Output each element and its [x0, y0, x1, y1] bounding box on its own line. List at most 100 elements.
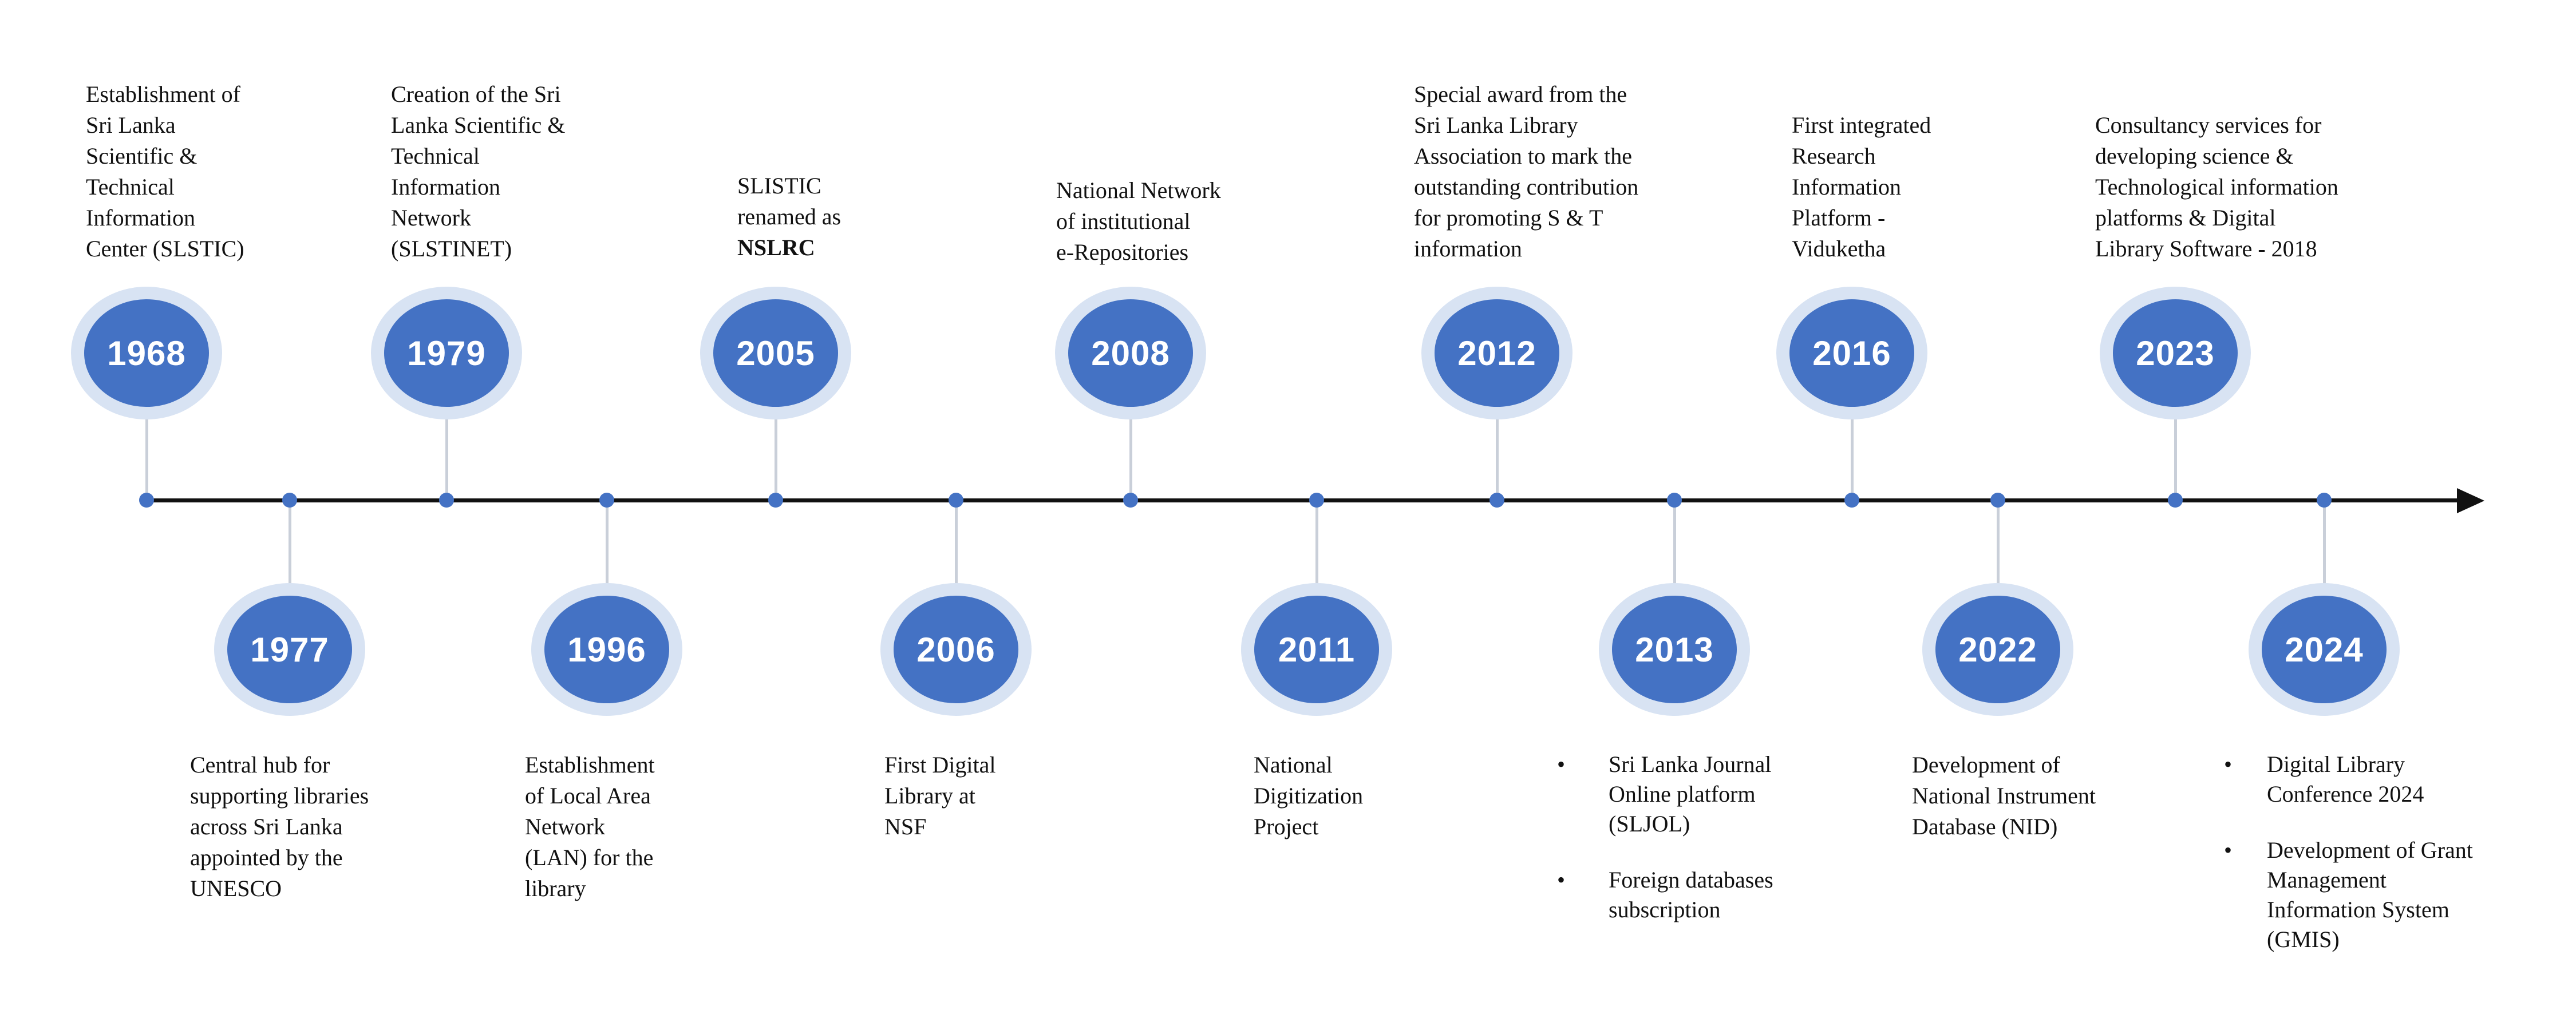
year-badge-1979: 1979	[371, 287, 522, 419]
bullet-icon: •	[1557, 751, 1566, 777]
axis-node-dot	[768, 493, 783, 508]
event-description-line: Network	[391, 205, 471, 231]
year-label: 1996	[544, 596, 669, 703]
bullet-icon: •	[2224, 751, 2233, 777]
event-description-line: Center (SLSTIC)	[86, 236, 244, 262]
event-description-line: Platform -	[1792, 205, 1886, 231]
year-badge-2011: 2011	[1241, 583, 1392, 716]
year-label: 2012	[1435, 299, 1559, 407]
event-bullet-line: Conference 2024	[2267, 781, 2424, 807]
year-badge-1968: 1968	[71, 287, 222, 419]
timeline-axis	[147, 498, 2459, 502]
event-description-line: SLISTIC	[737, 173, 821, 199]
bullet-icon: •	[1557, 867, 1566, 893]
year-label: 2016	[1789, 299, 1914, 407]
event-bullet-line: subscription	[1609, 897, 1721, 922]
event-description-line: Central hub for	[190, 752, 330, 778]
arrow-head-icon	[2457, 488, 2484, 513]
year-label: 2022	[1935, 596, 2060, 703]
axis-node-dot	[439, 493, 454, 508]
year-label: 1977	[227, 596, 352, 703]
event-description-line: Viduketha	[1792, 236, 1886, 262]
event-connector	[775, 410, 777, 500]
year-label: 2013	[1612, 596, 1737, 703]
axis-node-dot	[599, 493, 614, 508]
event-description-line: Digitization	[1254, 783, 1364, 809]
event-description-line: National Network	[1056, 177, 1221, 203]
event-connector	[2174, 410, 2177, 500]
event-description-line: Network	[525, 814, 605, 839]
axis-node-dot	[2317, 493, 2332, 508]
event-connector	[606, 500, 609, 592]
event-description-line: Database (NID)	[1912, 814, 2058, 839]
event-description-line: Research	[1792, 143, 1876, 169]
event-description-line: renamed as	[737, 204, 841, 229]
event-description-line: Association to mark the	[1414, 143, 1633, 169]
event-description-line: library	[525, 876, 586, 901]
event-connector	[145, 410, 148, 500]
event-description-line: Sri Lanka	[86, 112, 176, 138]
event-description-line: National Instrument	[1912, 783, 2096, 809]
event-description-line: of Local Area	[525, 783, 651, 809]
event-bullet-line: Information System	[2267, 897, 2449, 922]
event-bullet-line: Management	[2267, 867, 2387, 893]
year-label: 2008	[1068, 299, 1193, 407]
event-description-line: developing science &	[2095, 143, 2294, 169]
event-description-line: Information	[86, 205, 196, 231]
event-description-line: Technical	[86, 174, 175, 200]
event-description-line: Information	[391, 174, 501, 200]
year-label: 2023	[2113, 299, 2238, 407]
event-description-line: Technical	[391, 143, 480, 169]
event-description-line: UNESCO	[190, 876, 282, 901]
event-description-line: Creation of the Sri	[391, 81, 561, 107]
event-description-line: (LAN) for the	[525, 845, 654, 870]
year-badge-2008: 2008	[1055, 287, 1206, 419]
event-description-line: supporting libraries	[190, 783, 369, 809]
event-description-line: Technological information	[2095, 174, 2338, 200]
year-label: 1979	[384, 299, 509, 407]
axis-node-dot	[1309, 493, 1324, 508]
event-bullet-line: Development of Grant	[2267, 837, 2473, 863]
event-bullet-line: (SLJOL)	[1609, 811, 1690, 837]
event-description-line: Lanka Scientific &	[391, 112, 566, 138]
event-description-line: platforms & Digital	[2095, 205, 2276, 231]
axis-node-dot	[949, 493, 963, 508]
event-description: Consultancy services for developing scien…	[2095, 110, 2338, 264]
year-badge-2006: 2006	[880, 583, 1032, 716]
event-description-line: Special award from the	[1414, 81, 1627, 107]
event-description: National Network of institutional e-Reposi…	[1056, 175, 1221, 268]
event-description-line: information	[1414, 236, 1522, 262]
axis-node-dot	[1667, 493, 1682, 508]
event-description-line: Consultancy services for	[2095, 112, 2322, 138]
year-badge-2022: 2022	[1922, 583, 2073, 716]
year-badge-2013: 2013	[1599, 583, 1750, 716]
year-badge-2023: 2023	[2100, 287, 2251, 419]
event-connector	[955, 500, 958, 592]
axis-node-dot	[1490, 493, 1504, 508]
event-connector	[2323, 500, 2326, 592]
event-description-line: outstanding contribution	[1414, 174, 1639, 200]
event-description-line: appointed by the	[190, 845, 343, 870]
event-connector	[1315, 500, 1318, 592]
event-bullet-line: Digital Library	[2267, 751, 2405, 777]
axis-node-dot	[282, 493, 297, 508]
event-description-line: NSF	[884, 814, 927, 839]
event-description-line: e-Repositories	[1056, 239, 1189, 265]
event-description-line: of institutional	[1056, 208, 1191, 234]
year-label: 2011	[1254, 596, 1379, 703]
event-description-line: Establishment of	[86, 81, 240, 107]
axis-node-dot	[1990, 493, 2005, 508]
axis-node-dot	[1844, 493, 1859, 508]
